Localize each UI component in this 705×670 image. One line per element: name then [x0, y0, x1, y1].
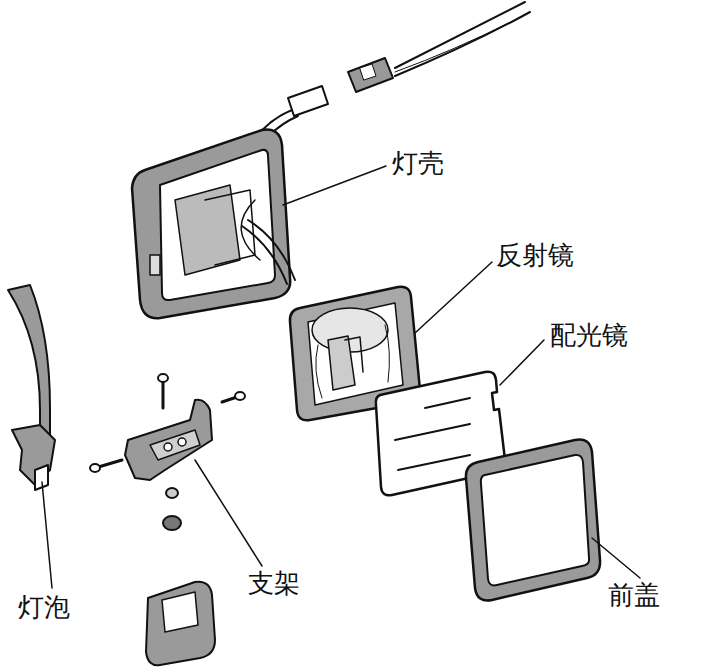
leader-line — [283, 166, 386, 205]
part-label: 配光镜 — [548, 320, 630, 350]
housing-inner — [160, 150, 275, 300]
bracket — [125, 400, 212, 480]
socket-connector — [288, 86, 328, 116]
part-label: 灯壳 — [390, 148, 446, 178]
leader-line — [42, 482, 52, 588]
plug-connector — [348, 58, 393, 92]
leader-line — [592, 538, 640, 578]
lamp-housing — [132, 130, 290, 319]
leader-line — [195, 460, 262, 566]
wire — [395, 12, 530, 76]
wire — [395, 20, 515, 72]
front-cover — [466, 440, 600, 601]
leader-line — [500, 340, 544, 385]
bottom-part — [146, 582, 215, 665]
leader-line — [415, 262, 492, 333]
part-label: 反射镜 — [494, 240, 576, 270]
part-label: 前盖 — [606, 580, 662, 610]
part-label: 支架 — [246, 568, 302, 598]
part-label: 灯泡 — [16, 592, 72, 622]
bulb-strip — [8, 285, 50, 445]
wire — [395, 2, 525, 68]
